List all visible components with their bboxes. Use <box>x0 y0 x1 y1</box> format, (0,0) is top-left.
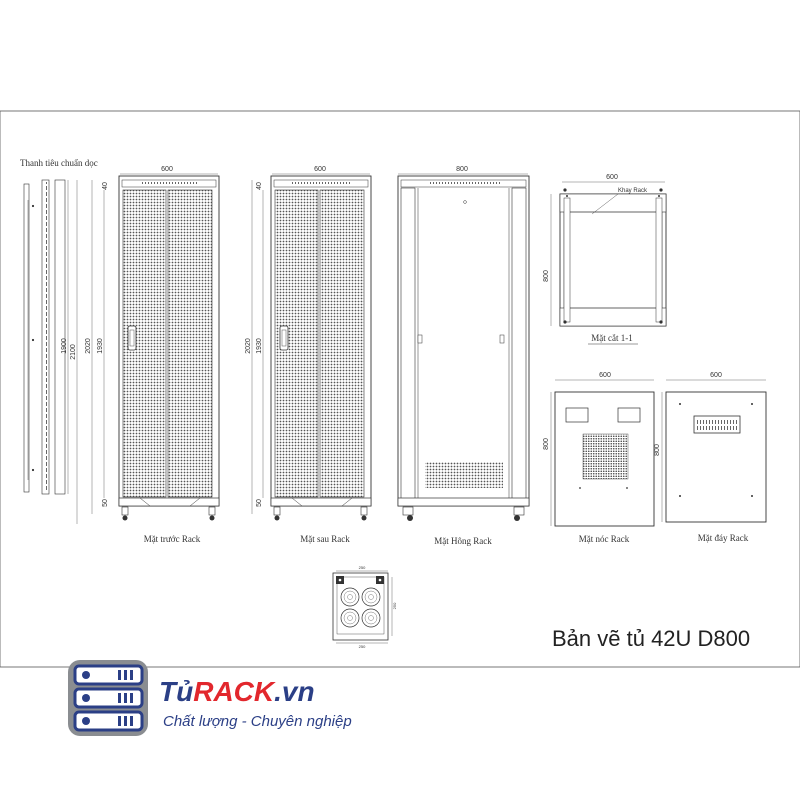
bottom-depth-dim: 800 <box>654 444 661 456</box>
rail-label: Thanh tiêu chuẩn dọc <box>20 158 98 168</box>
dim-40-front: 40 <box>102 182 109 190</box>
rear-dim-2020: 2020 <box>245 338 252 354</box>
dim-1900: 1900 <box>61 338 68 354</box>
section-view-label: Mặt cắt 1-1 <box>591 333 632 343</box>
fan-tray-view: 250 250 250 <box>332 565 397 649</box>
brand-name: TủRACK.vn <box>159 676 315 707</box>
rear-dim-40: 40 <box>256 182 263 190</box>
rear-view: 600 2020 1930 40 50 Mặt sau Rack <box>245 166 372 544</box>
brand-name-prefix: Tủ <box>159 676 193 707</box>
top-width-dim: 600 <box>599 372 611 379</box>
section-1-1-view: 600 800 Khay Rack Mặt cắt 1-1 <box>543 174 667 345</box>
brand-slogan: Chất lượng - Chuyên nghiệp <box>163 713 352 730</box>
bottom-view: 600 800 Mặt đáy Rack <box>654 372 767 543</box>
rear-width-dim: 600 <box>314 166 326 173</box>
dim-2020: 2020 <box>85 338 92 354</box>
section-tray-label: Khay Rack <box>618 188 648 194</box>
bottom-view-label: Mặt đáy Rack <box>698 533 749 543</box>
dim-2100: 2100 <box>70 344 77 360</box>
dim-50-front: 50 <box>102 499 109 507</box>
server-rack-icon <box>68 660 148 736</box>
bottom-width-dim: 600 <box>710 372 722 379</box>
brand-name-main: RACK <box>193 676 276 707</box>
fan-width-dim-bottom: 250 <box>359 644 366 649</box>
side-view-label: Mặt Hông Rack <box>434 536 492 546</box>
rear-view-label: Mặt sau Rack <box>300 534 350 544</box>
fan-height-dim: 250 <box>392 602 397 609</box>
front-view-label: Mặt trước Rack <box>144 534 201 544</box>
drawing-title: Bản vẽ tủ 42U D800 <box>552 626 750 651</box>
rear-dim-50: 50 <box>256 499 263 507</box>
drawing-frame <box>0 110 800 668</box>
brand-logo: TủRACK.vn Chất lượng - Chuyên nghiệp <box>68 660 352 736</box>
section-width-dim: 600 <box>606 174 618 181</box>
top-view: 600 800 Mặt nóc Rack <box>543 372 655 544</box>
vertical-rail-view: Thanh tiêu chuẩn dọc 1900 2100 2020 1930… <box>20 158 109 524</box>
front-width-dim: 600 <box>161 166 173 173</box>
front-view: 600 Mặt trước Rack <box>118 166 220 544</box>
section-depth-dim: 800 <box>543 270 550 282</box>
fan-width-dim: 250 <box>359 565 366 570</box>
brand-name-suffix: .vn <box>274 676 314 707</box>
top-depth-dim: 800 <box>543 438 550 450</box>
rear-dim-1930: 1930 <box>256 338 263 354</box>
top-view-label: Mặt nóc Rack <box>579 534 630 544</box>
side-depth-dim: 800 <box>456 166 468 173</box>
side-view: 800 Mặt Hông Rack <box>397 166 530 546</box>
dim-1930: 1930 <box>97 338 104 354</box>
